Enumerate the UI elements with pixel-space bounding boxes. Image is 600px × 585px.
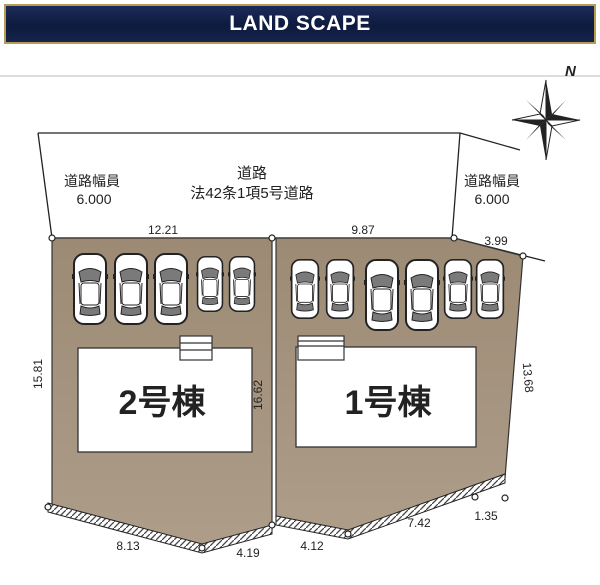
title-banner: LAND SCAPE	[4, 4, 596, 44]
boundary-wall-right	[275, 473, 506, 540]
survey-points	[44, 234, 527, 552]
road-lines	[0, 75, 600, 262]
banner-title: LAND SCAPE	[229, 12, 371, 35]
dim-left-side: 15.81	[31, 359, 45, 389]
road-left-width-label: 道路幅員	[64, 173, 120, 189]
dim-top-left: 12.21	[148, 223, 178, 237]
road-right-width-value: 6.000	[474, 191, 509, 207]
car-icon	[443, 258, 473, 320]
boundary-wall-left	[47, 502, 273, 554]
car-icon	[364, 258, 400, 332]
lot-1-label: 1号棟	[345, 384, 433, 422]
dim-top-corner: 3.99	[484, 234, 508, 248]
dim-bottom-right-c: 1.35	[474, 509, 498, 523]
compass-north-label: N	[565, 63, 577, 80]
car-icon	[153, 252, 189, 326]
car-icon	[475, 258, 505, 320]
road-right-width-label: 道路幅員	[464, 173, 520, 189]
dim-bottom-right-b: 7.42	[407, 516, 431, 530]
dim-right-side: 13.68	[520, 362, 537, 393]
house-1	[295, 346, 477, 448]
lot-2-label: 2号棟	[119, 384, 207, 422]
road-center-line1: 道路	[237, 165, 267, 182]
road-left-width-value: 6.000	[76, 191, 111, 207]
car-icon	[113, 252, 149, 326]
car-icon	[290, 258, 320, 320]
compass-star-icon	[511, 79, 581, 161]
car-icon	[228, 255, 256, 313]
dim-bottom-left-a: 8.13	[116, 539, 140, 553]
road-center-line2: 法42条1項5号道路	[190, 185, 313, 202]
dim-bottom-right-a: 4.12	[300, 539, 324, 553]
stairs-icon-lot2	[179, 335, 213, 361]
car-icon	[325, 258, 355, 320]
house-2	[77, 347, 253, 453]
dim-middle-side: 16.62	[251, 380, 265, 410]
car-icon	[404, 258, 440, 332]
dim-bottom-left-b: 4.19	[236, 546, 260, 560]
car-icon	[196, 255, 224, 313]
stairs-icon-lot1	[297, 335, 345, 361]
dim-top-right: 9.87	[351, 223, 375, 237]
car-icon	[72, 252, 108, 326]
